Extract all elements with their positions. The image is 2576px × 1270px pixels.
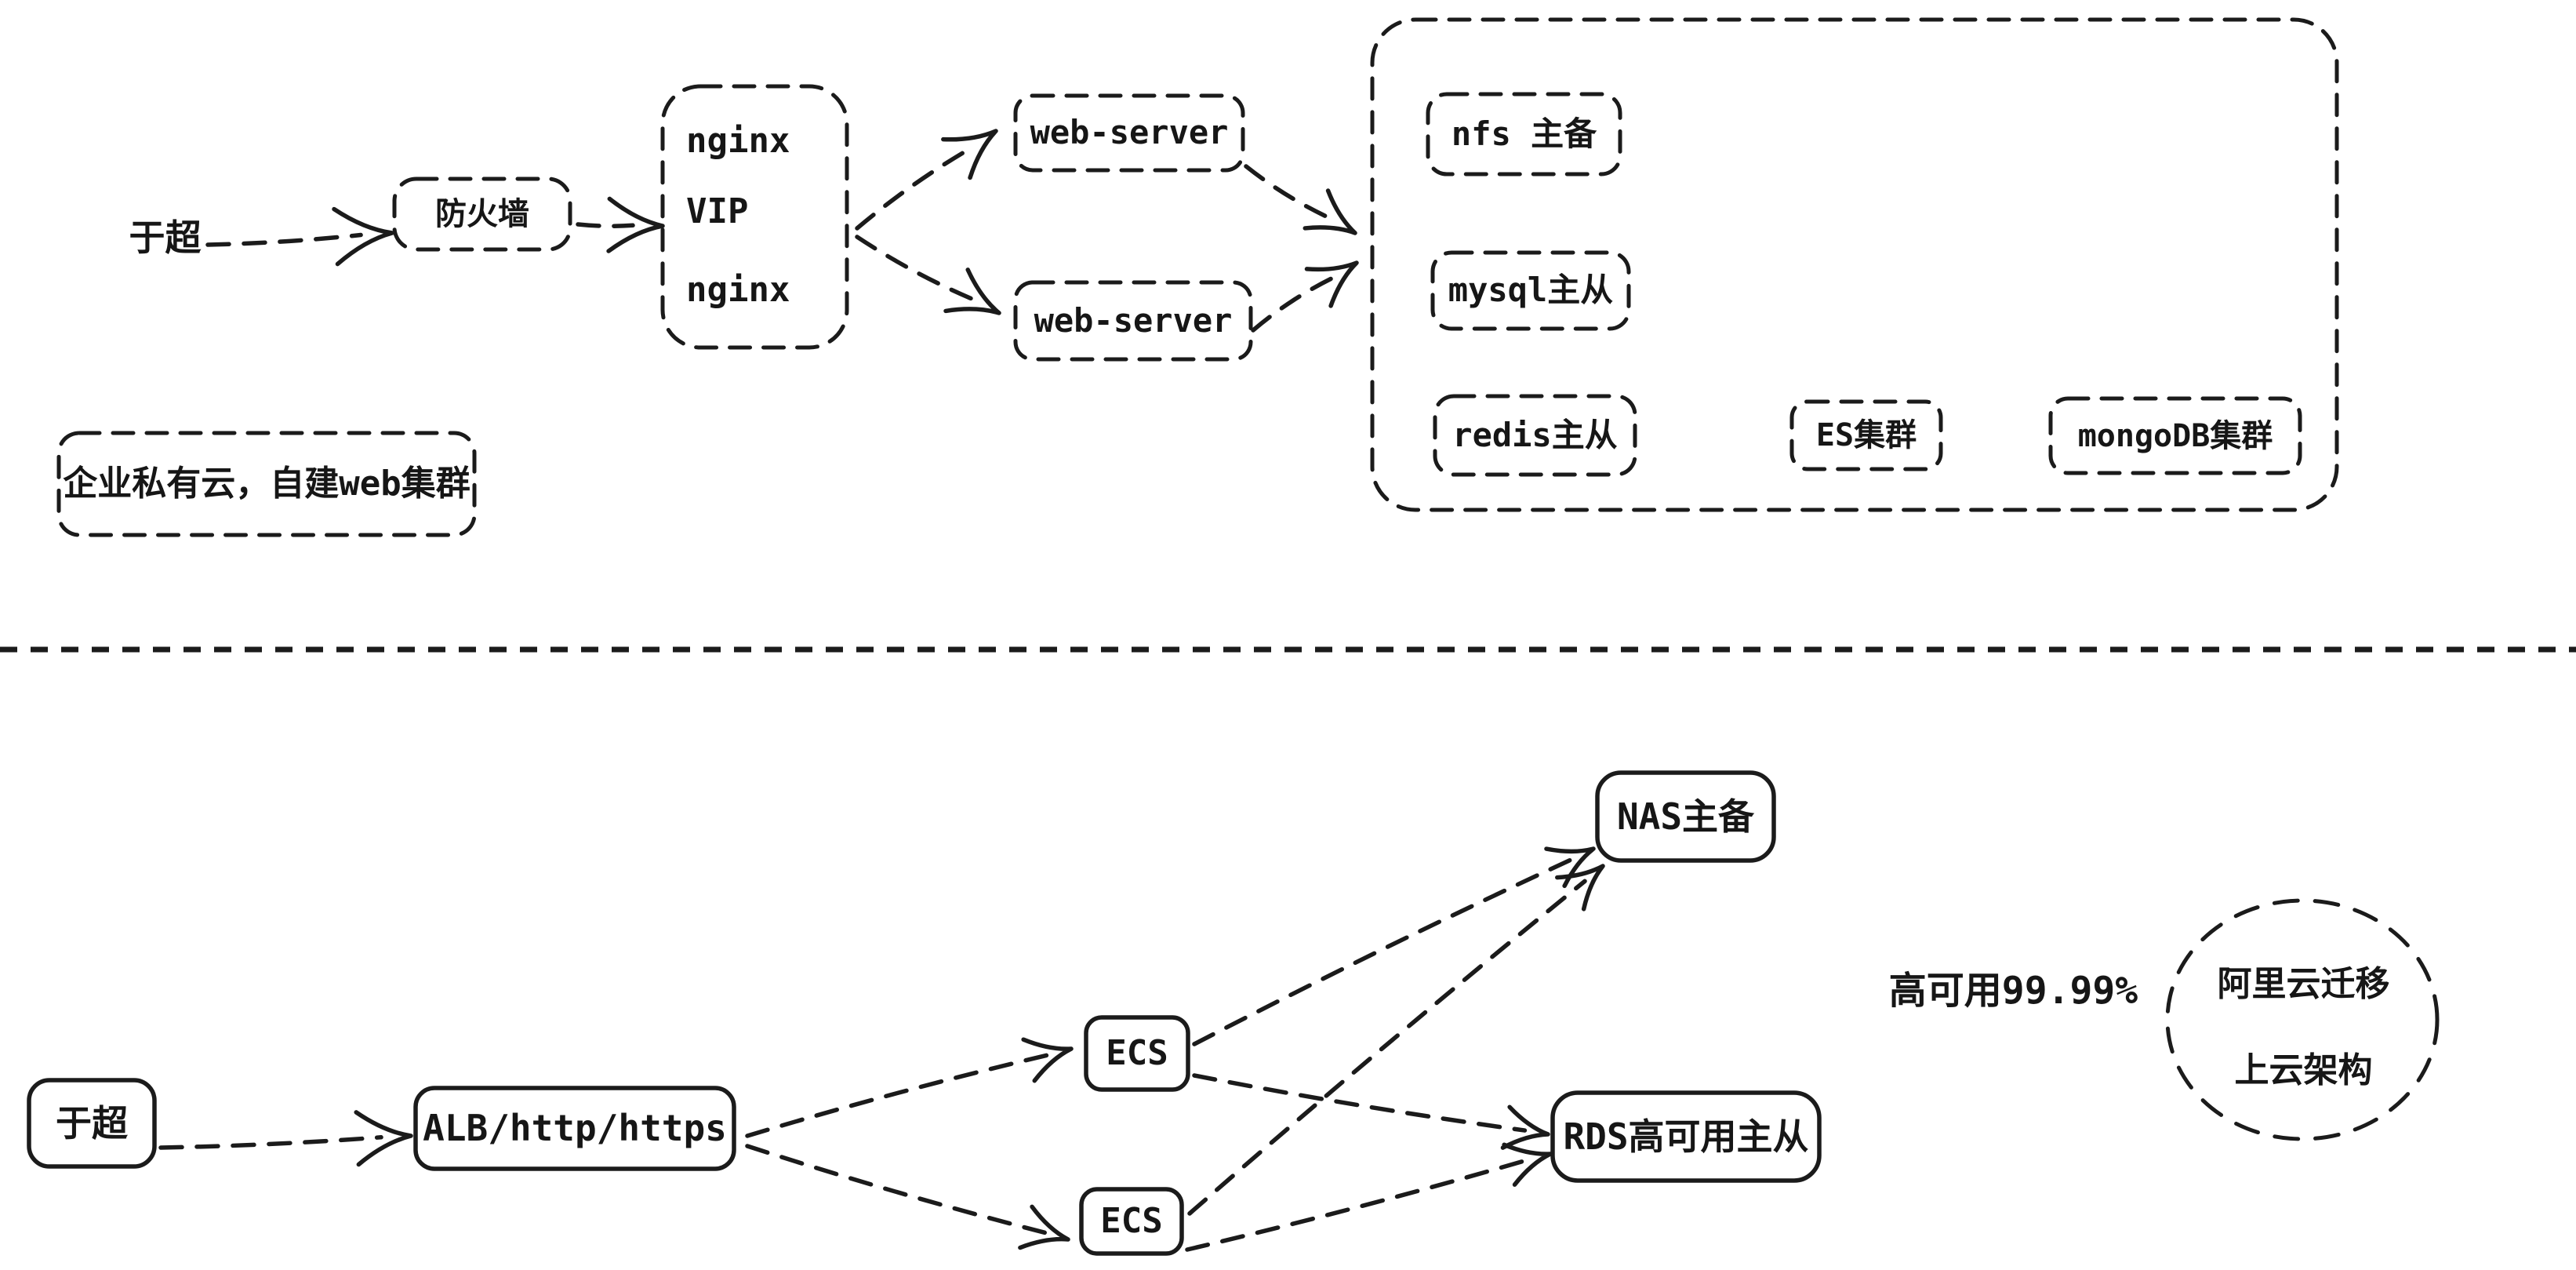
arrow-user-to-alb-head [354, 1110, 413, 1167]
ecs-2-label: ECS [1100, 1200, 1163, 1241]
arrow-ecs2-to-rds [1185, 1157, 1530, 1252]
arrow-alb-to-ecs-2 [745, 1144, 1047, 1235]
firewall-label: 防火墙 [435, 196, 529, 232]
mongodb-box [2048, 396, 2302, 475]
arrow-firewall-to-lb [576, 222, 635, 228]
rds-box [1550, 1090, 1822, 1183]
mysql-box [1430, 250, 1631, 331]
arrow-alb-to-ecs-2-head [1018, 1204, 1070, 1250]
private-cloud-caption: 企业私有云，自建web集群 [63, 463, 471, 504]
cloud-circle [2165, 898, 2440, 1141]
nfs-box [1426, 92, 1622, 176]
arrow-webserver2-to-cluster [1251, 274, 1338, 333]
mongodb-label: mongoDB集群 [2077, 417, 2273, 454]
web-server-1-box [1013, 93, 1245, 173]
cluster-box [1370, 17, 2339, 512]
arrow-ecs2-to-rds-head [1502, 1142, 1553, 1187]
web-server-2-box [1013, 280, 1253, 362]
arrow-firewall-to-lb-head [606, 196, 665, 253]
arrow-ecs1-to-nas-head [1544, 846, 1596, 889]
arrow-user-to-firewall-head [332, 206, 394, 267]
arrow-webserver2-to-cluster-head [1304, 260, 1359, 308]
es-label: ES集群 [1815, 417, 1917, 453]
web-server-2-label: web-server [1034, 300, 1233, 340]
redis-label: redis主从 [1452, 415, 1618, 454]
ecs-2-box [1079, 1187, 1184, 1256]
cloud-circle-line-2: 上云架构 [2234, 1050, 2373, 1090]
arrow-webserver1-to-cluster [1244, 164, 1336, 223]
ecs-1-box [1084, 1015, 1190, 1092]
arrow-user-to-firewall [205, 232, 363, 247]
lb-nginx-top-label: nginx [686, 120, 790, 161]
mysql-label: mysql主从 [1448, 271, 1614, 310]
ecs-1-label: ECS [1106, 1032, 1168, 1073]
lb-box [660, 84, 849, 350]
web-server-1-label: web-server [1030, 113, 1229, 152]
arrow-alb-to-ecs-1 [745, 1053, 1050, 1138]
availability-note: 高可用99.99% [1888, 968, 2138, 1013]
bottom-user-label: 于超 [56, 1101, 128, 1144]
rds-label: RDS高可用主从 [1563, 1115, 1809, 1158]
arrow-ecs1-to-rds [1192, 1073, 1528, 1133]
alb-label: ALB/http/https [423, 1107, 727, 1150]
arrow-lb-to-webserver-2-head [943, 267, 1001, 315]
arrow-lb-to-webserver-1-head [941, 129, 998, 180]
nas-box [1595, 770, 1776, 863]
arrow-webserver1-to-cluster-head [1303, 188, 1357, 235]
bottom-user-box [27, 1078, 157, 1169]
nfs-label: nfs 主备 [1451, 114, 1597, 153]
lb-vip-label: VIP [686, 191, 749, 231]
arrow-ecs1-to-nas [1192, 857, 1575, 1046]
arrow-alb-to-ecs-1-head [1021, 1037, 1074, 1083]
alb-box [413, 1086, 736, 1171]
private-cloud-caption-box [56, 431, 477, 537]
firewall-box [392, 176, 572, 252]
arrow-user-to-alb [158, 1135, 383, 1150]
arrow-ecs1-to-rds-head [1500, 1104, 1550, 1150]
redis-box [1433, 394, 1637, 477]
top-user-label: 于超 [129, 216, 202, 259]
nas-label: NAS主备 [1616, 795, 1755, 838]
lb-nginx-bottom-label: nginx [686, 269, 790, 310]
arrow-lb-to-webserver-1 [855, 144, 976, 231]
arrow-lb-to-webserver-2 [855, 235, 978, 303]
cloud-circle-line-1: 阿里云迁移 [2217, 963, 2390, 1004]
arrow-ecs2-to-nas [1187, 879, 1587, 1216]
arrow-ecs2-to-nas-head [1555, 864, 1605, 912]
